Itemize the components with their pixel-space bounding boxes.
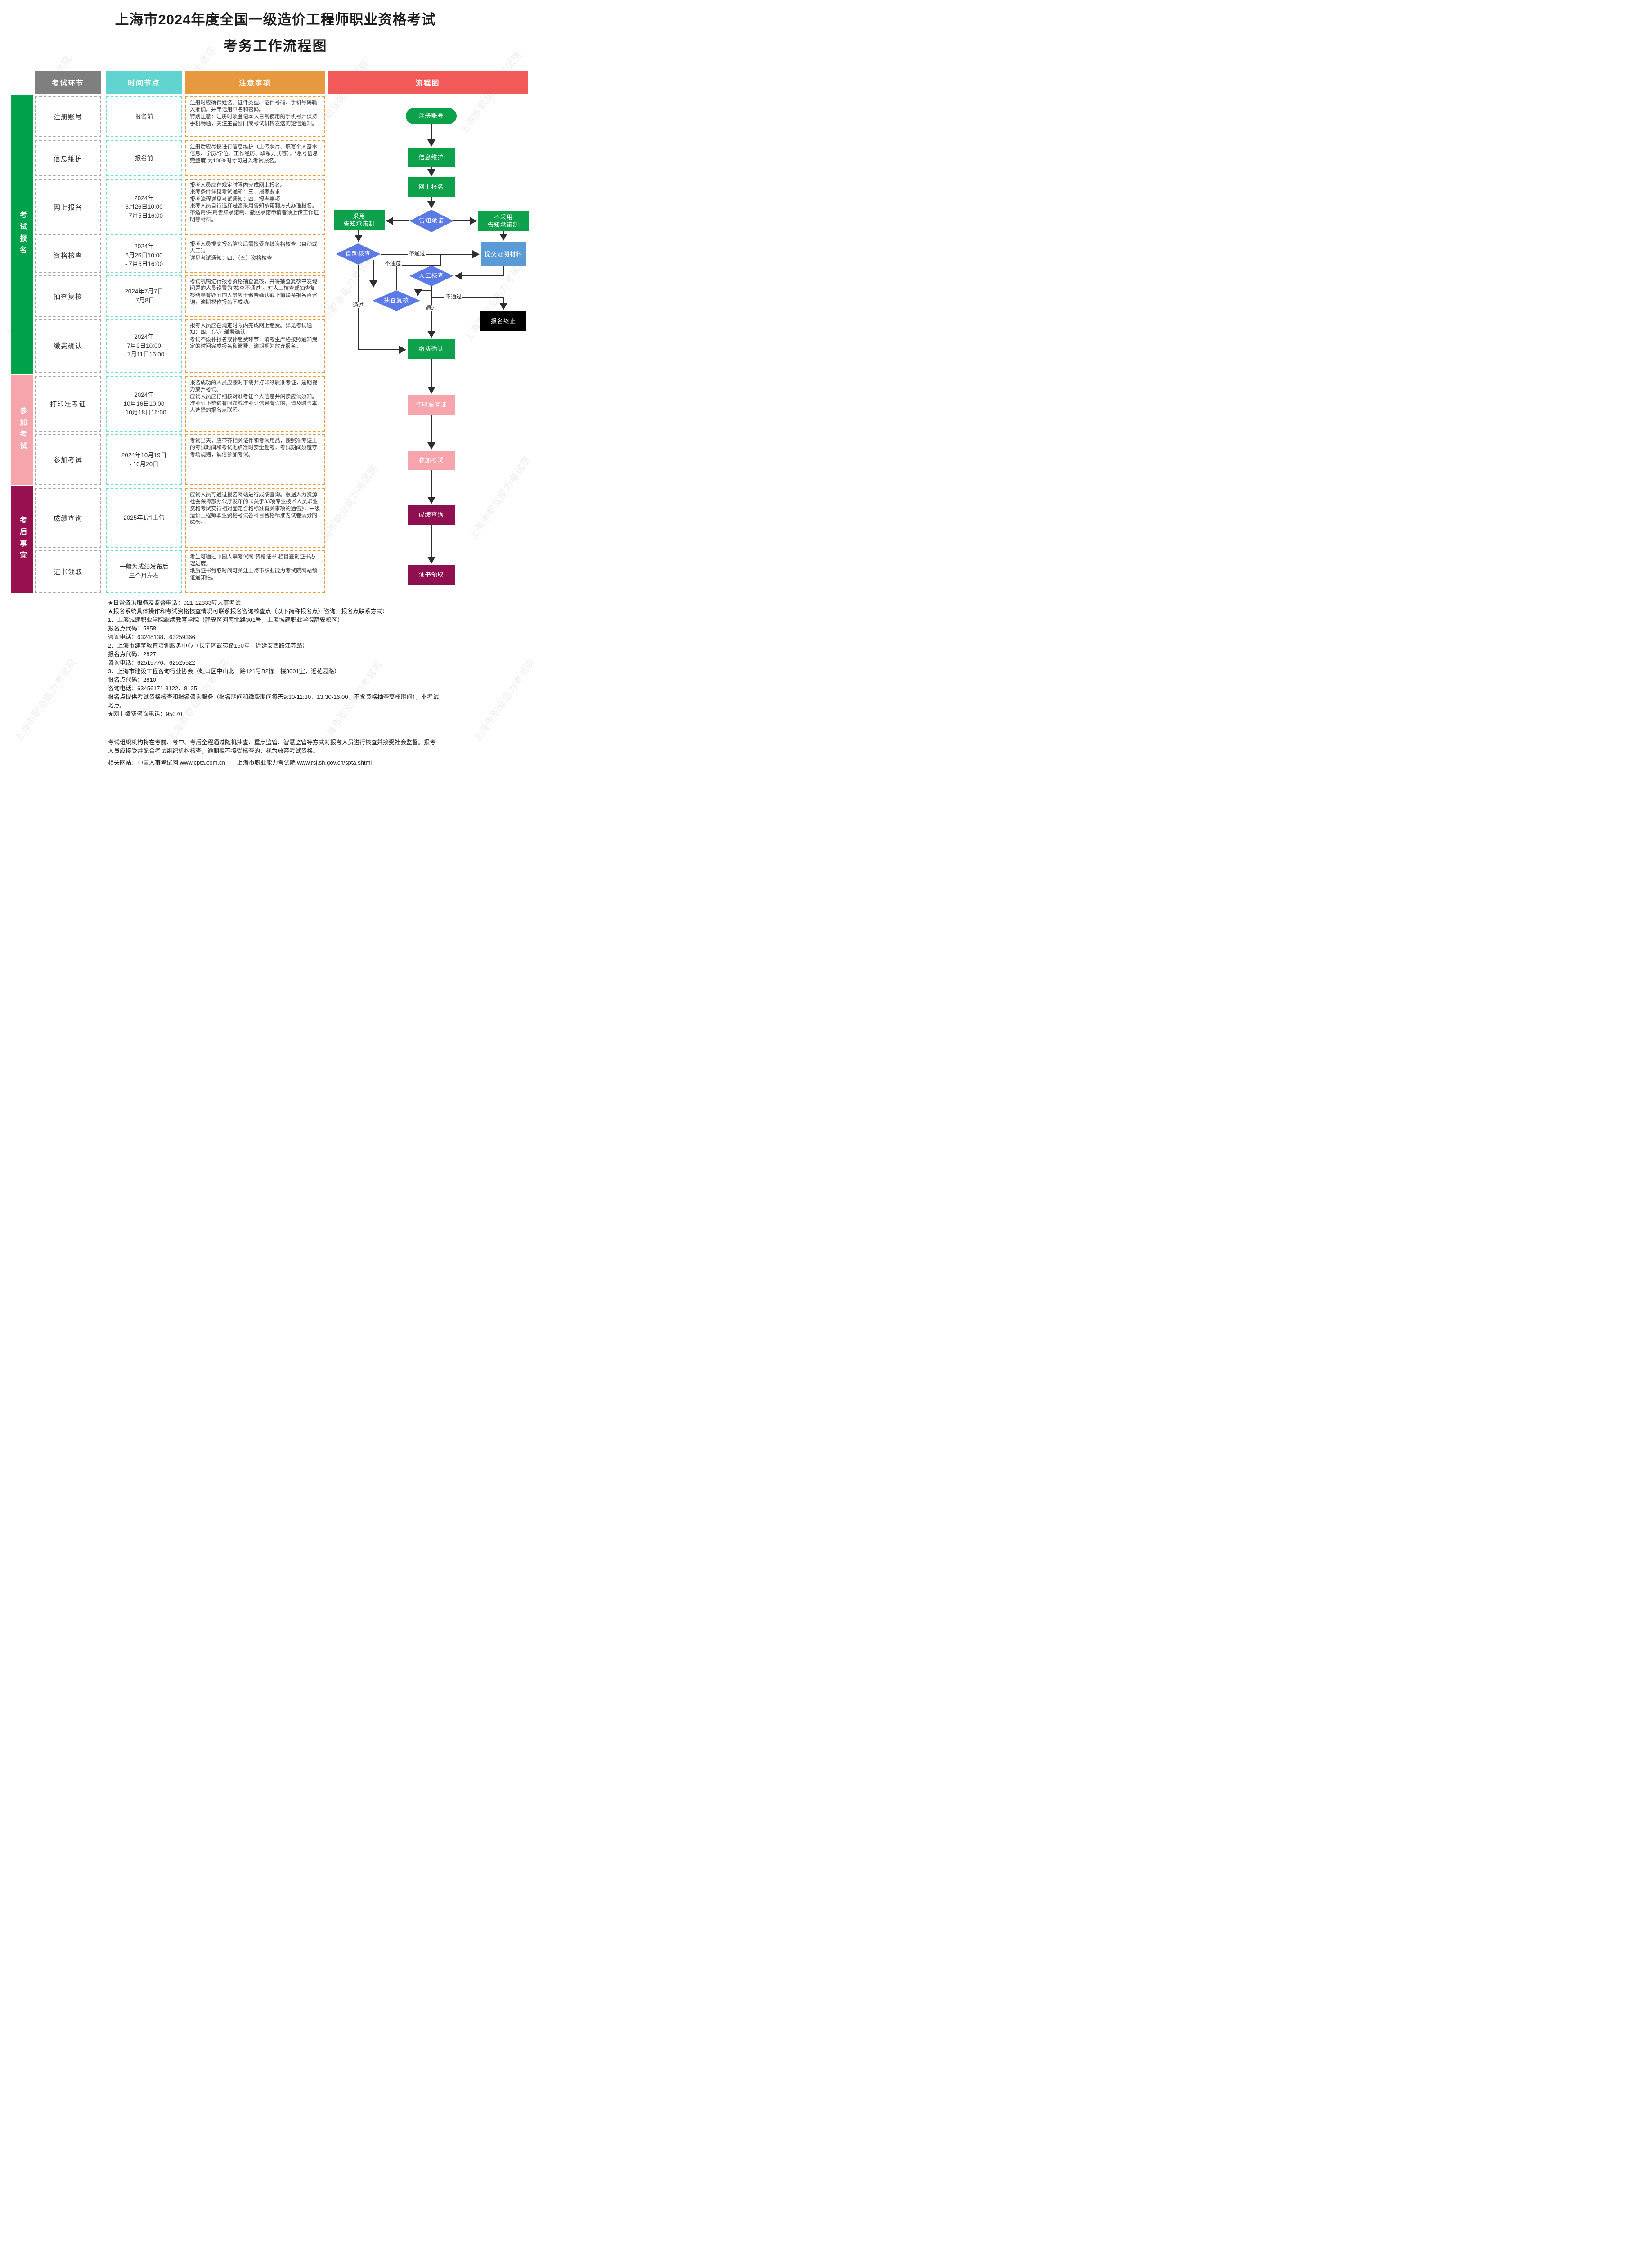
- page-title-line1: 上海市2024年度全国一级造价工程师职业资格考试: [115, 12, 436, 27]
- row-stage-certificate: 证书领取: [35, 550, 101, 593]
- footer-supervision-paragraph: 考试组织机构将在考前、考中、考后全程通过随机抽查、重点监管、智慧监管等方式对报考…: [108, 739, 436, 754]
- row-stage-register-account: 注册账号: [35, 96, 101, 137]
- flow-node-score-query: 成绩查询: [408, 505, 455, 525]
- row-time-score-query: 2025年1月上旬: [106, 488, 182, 548]
- flow-decision-auto-check: 自动核查: [336, 243, 381, 265]
- section-label-take-exam: 参加考试: [11, 375, 33, 485]
- row-note-print-ticket: 报名成功的人员应按时下载并打印纸质准考证，逾期视为放弃考试。 应试人员应仔细核对…: [185, 376, 325, 432]
- flow-node-not-adopt-promise: 不采用 告知承诺制: [478, 211, 529, 231]
- section-label-registration: 考试报名: [11, 95, 33, 374]
- watermark-text: 上海市职业能力考试院: [13, 657, 79, 744]
- row-stage-qualification-check: 资格核查: [35, 238, 101, 273]
- row-time-print-ticket: 2024年 10月16日10:00 - 10月18日16:00: [106, 376, 182, 432]
- footer-line: ★报名系统具体操作和考试资格核查情况可联系报名咨询核查点（以下简称报名点）咨询，…: [108, 608, 388, 615]
- footer-line: 2．上海市建筑教育培训服务中心（长宁区武夷路150号，近延安西路江苏路）: [108, 642, 308, 649]
- row-stage-score-query: 成绩查询: [35, 488, 101, 548]
- row-note-qualification-check: 报考人员提交报名信息后需接受在线资格核查（自动或人工）。 详见考试通知：四、（五…: [185, 238, 325, 273]
- flow-node-certificate: 证书领取: [408, 565, 455, 585]
- page-title-line2: 考务工作流程图: [223, 38, 328, 54]
- flow-node-payment-confirm: 缴费确认: [408, 339, 455, 359]
- flow-node-info-maintenance: 信息维护: [408, 148, 455, 167]
- row-note-spot-review: 考试机构进行报考资格抽查复核，并将抽查复核中发现问题的人员设置为“核查不通过”。…: [185, 275, 325, 317]
- row-stage-payment-confirm: 缴费确认: [35, 319, 101, 373]
- row-note-info-maintenance: 注册后应尽快进行信息维护（上传照片、填写个人基本信息、学历/学位、工作经历、联系…: [185, 140, 325, 176]
- watermark-text: 上海市职业能力考试院: [472, 657, 538, 744]
- flow-node-attend-exam: 参加考试: [408, 451, 455, 470]
- flow-decision-spot-review: 抽查复核: [373, 290, 420, 311]
- watermark-text: 上海市职业能力考试院: [467, 454, 533, 541]
- flow-node-submit-materials: 提交证明材料: [481, 242, 526, 266]
- row-note-certificate: 考生可通过中国人事考试网“资格证书”栏目查询证书办理进度。 纸质证书领取时间可关…: [185, 550, 325, 593]
- footer-line: 报名点代码：2810: [108, 676, 156, 683]
- flow-decision-promise: 告知承诺: [409, 210, 453, 232]
- row-stage-attend-exam: 参加考试: [35, 434, 101, 485]
- row-note-attend-exam: 考试当天，应带齐相关证件和考试用品，按照准考证上的考试时间和考试地点准时安全赴考…: [185, 434, 325, 485]
- footer-line: 1．上海城建职业学院继续教育学院（静安区河南北路301号，上海城建职业学院静安校…: [108, 616, 343, 623]
- row-time-spot-review: 2024年7月7日 -7月8日: [106, 275, 182, 317]
- flowchart-poster: 上海市职业能力考试院 上海市职业能力考试院 上海市职业能力考试院 上海市职业能力…: [0, 0, 551, 770]
- flow-node-adopt-promise: 采用 告知承诺制: [334, 210, 385, 230]
- section-label-after-exam: 考后事宜: [11, 486, 33, 593]
- flow-label-pass-auto: 通过: [352, 302, 365, 308]
- row-time-register-account: 报名前: [106, 96, 182, 137]
- footer-line: 报名点代码：5858: [108, 625, 156, 632]
- footer-line: 咨询电话：63456171-8122、8125: [108, 685, 198, 692]
- row-note-register-account: 注册时应确保姓名、证件类型、证件号码、手机号码输入准确，并牢记用户名和密码。 特…: [185, 96, 325, 137]
- column-header-time-node: 时间节点: [106, 71, 182, 94]
- row-note-score-query: 应试人员可通过报名网站进行成绩查询。根据人力资源社会保障部办公厅发布的《关于33…: [185, 488, 325, 548]
- page-title: 上海市2024年度全国一级造价工程师职业资格考试 考务工作流程图: [0, 8, 551, 55]
- column-header-notes: 注意事项: [185, 71, 325, 94]
- footer-line: ★日常咨询服务及监督电话：021-12333转人事考试: [108, 599, 241, 606]
- row-stage-info-maintenance: 信息维护: [35, 140, 101, 176]
- footer-line: ★网上缴费咨询电话：95070: [108, 711, 182, 717]
- row-time-online-signup: 2024年 6月26日10:00 - 7月5日16:00: [106, 179, 182, 235]
- flow-node-online-signup: 网上报名: [408, 177, 455, 197]
- flow-label-pass-manual: 通过: [425, 305, 438, 311]
- row-note-payment-confirm: 报考人员应在规定时限内完成网上缴费。详见考试通知：四、（六）缴费确认 考试不设补…: [185, 319, 325, 373]
- flow-decision-manual-check: 人工核查: [409, 266, 453, 286]
- row-stage-print-ticket: 打印准考证: [35, 376, 101, 432]
- row-stage-online-signup: 网上报名: [35, 179, 101, 235]
- footer-line: 报名点代码：2827: [108, 651, 156, 657]
- row-time-attend-exam: 2024年10月19日 - 10月20日: [106, 434, 182, 485]
- row-time-certificate: 一般为成绩发布后 三个月左右: [106, 550, 182, 593]
- flow-label-fail-manual: 不通过: [444, 293, 463, 300]
- flow-label-fail-sample: 不通过: [384, 260, 402, 266]
- footer-notes: ★日常咨询服务及监督电话：021-12333转人事考试 ★报名系统具体操作和考试…: [108, 598, 441, 767]
- row-time-qualification-check: 2024年 6月26日10:00 - 7月6日16:00: [106, 238, 182, 273]
- footer-line: 咨询电话：62515770、62525522: [108, 659, 195, 666]
- flow-node-register-account: 注册账号: [406, 108, 457, 124]
- row-note-online-signup: 报考人员应在规定时限内完成网上报名。 报考条件详见考试通知：三、报考要求 报考流…: [185, 179, 325, 235]
- row-time-info-maintenance: 报名前: [106, 140, 182, 176]
- flow-node-print-ticket: 打印准考证: [408, 395, 455, 415]
- footer-line: 3．上海市建设工程咨询行业协会（虹口区中山北一路121号B2栋三楼3001室，近…: [108, 668, 340, 675]
- column-header-exam-step: 考试环节: [35, 71, 101, 94]
- footer-line: 报名点提供考试资格核查和报名咨询服务（报名期间和缴费期间每天9:30-11:30…: [108, 693, 439, 709]
- flow-node-registration-terminated: 报名终止: [480, 311, 526, 331]
- footer-line: 咨询电话：63248138、63259366: [108, 634, 195, 640]
- column-header-flowchart: 流程图: [328, 71, 528, 94]
- row-stage-spot-review: 抽查复核: [35, 275, 101, 317]
- flow-label-fail-auto: 不通过: [408, 250, 426, 256]
- row-time-payment-confirm: 2024年 7月9日10:00 - 7月11日16:00: [106, 319, 182, 373]
- footer-related-websites: 相关网站：中国人事考试网 www.cpta.com.cn 上海市职业能力考试院 …: [108, 759, 372, 766]
